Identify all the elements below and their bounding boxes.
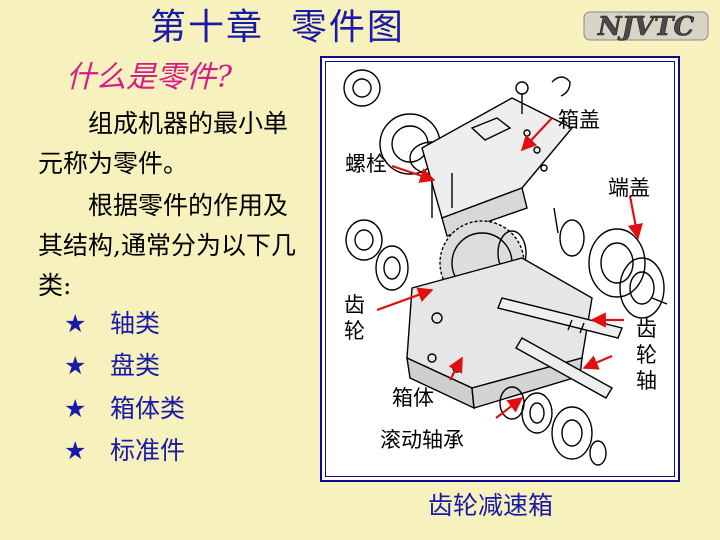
label-bearing: 滚动轴承 bbox=[380, 428, 464, 452]
category-item: ★ 标准件 bbox=[64, 431, 185, 467]
gearbox-exploded-drawing bbox=[343, 69, 668, 466]
category-label: 盘类 bbox=[110, 351, 161, 380]
page-title: 第十章 零件图 bbox=[150, 7, 405, 48]
star-icon: ★ bbox=[64, 436, 87, 465]
star-icon: ★ bbox=[64, 394, 87, 423]
category-label: 轴类 bbox=[110, 309, 161, 338]
category-item: ★ 轴类 bbox=[64, 304, 160, 340]
label-gear: 齿轮 bbox=[344, 293, 365, 343]
njvtc-logo: NJVTC bbox=[583, 11, 709, 42]
svg-text:NJVTC: NJVTC bbox=[597, 12, 695, 42]
star-icon: ★ bbox=[64, 351, 87, 380]
category-label: 标准件 bbox=[110, 436, 186, 465]
category-item: ★ 箱体类 bbox=[64, 389, 185, 425]
section-question: 什么是零件? bbox=[66, 60, 233, 95]
classification-paragraph: 根据零件的作用及其结构,通常分为以下几类: bbox=[38, 191, 296, 300]
label-end-cap: 端盖 bbox=[608, 176, 650, 200]
definition-paragraph: 组成机器的最小单元称为零件。 bbox=[38, 109, 289, 178]
label-gear-shaft: 齿轮轴 bbox=[636, 317, 657, 393]
label-housing: 箱体 bbox=[392, 386, 434, 410]
figure-caption: 齿轮减速箱 bbox=[428, 491, 554, 520]
label-bolt: 螺栓 bbox=[345, 152, 387, 176]
gearbox-figure-frame bbox=[320, 56, 680, 482]
category-label: 箱体类 bbox=[110, 394, 186, 423]
category-item: ★ 盘类 bbox=[64, 346, 160, 382]
star-icon: ★ bbox=[64, 309, 87, 338]
label-cover: 箱盖 bbox=[558, 108, 600, 132]
